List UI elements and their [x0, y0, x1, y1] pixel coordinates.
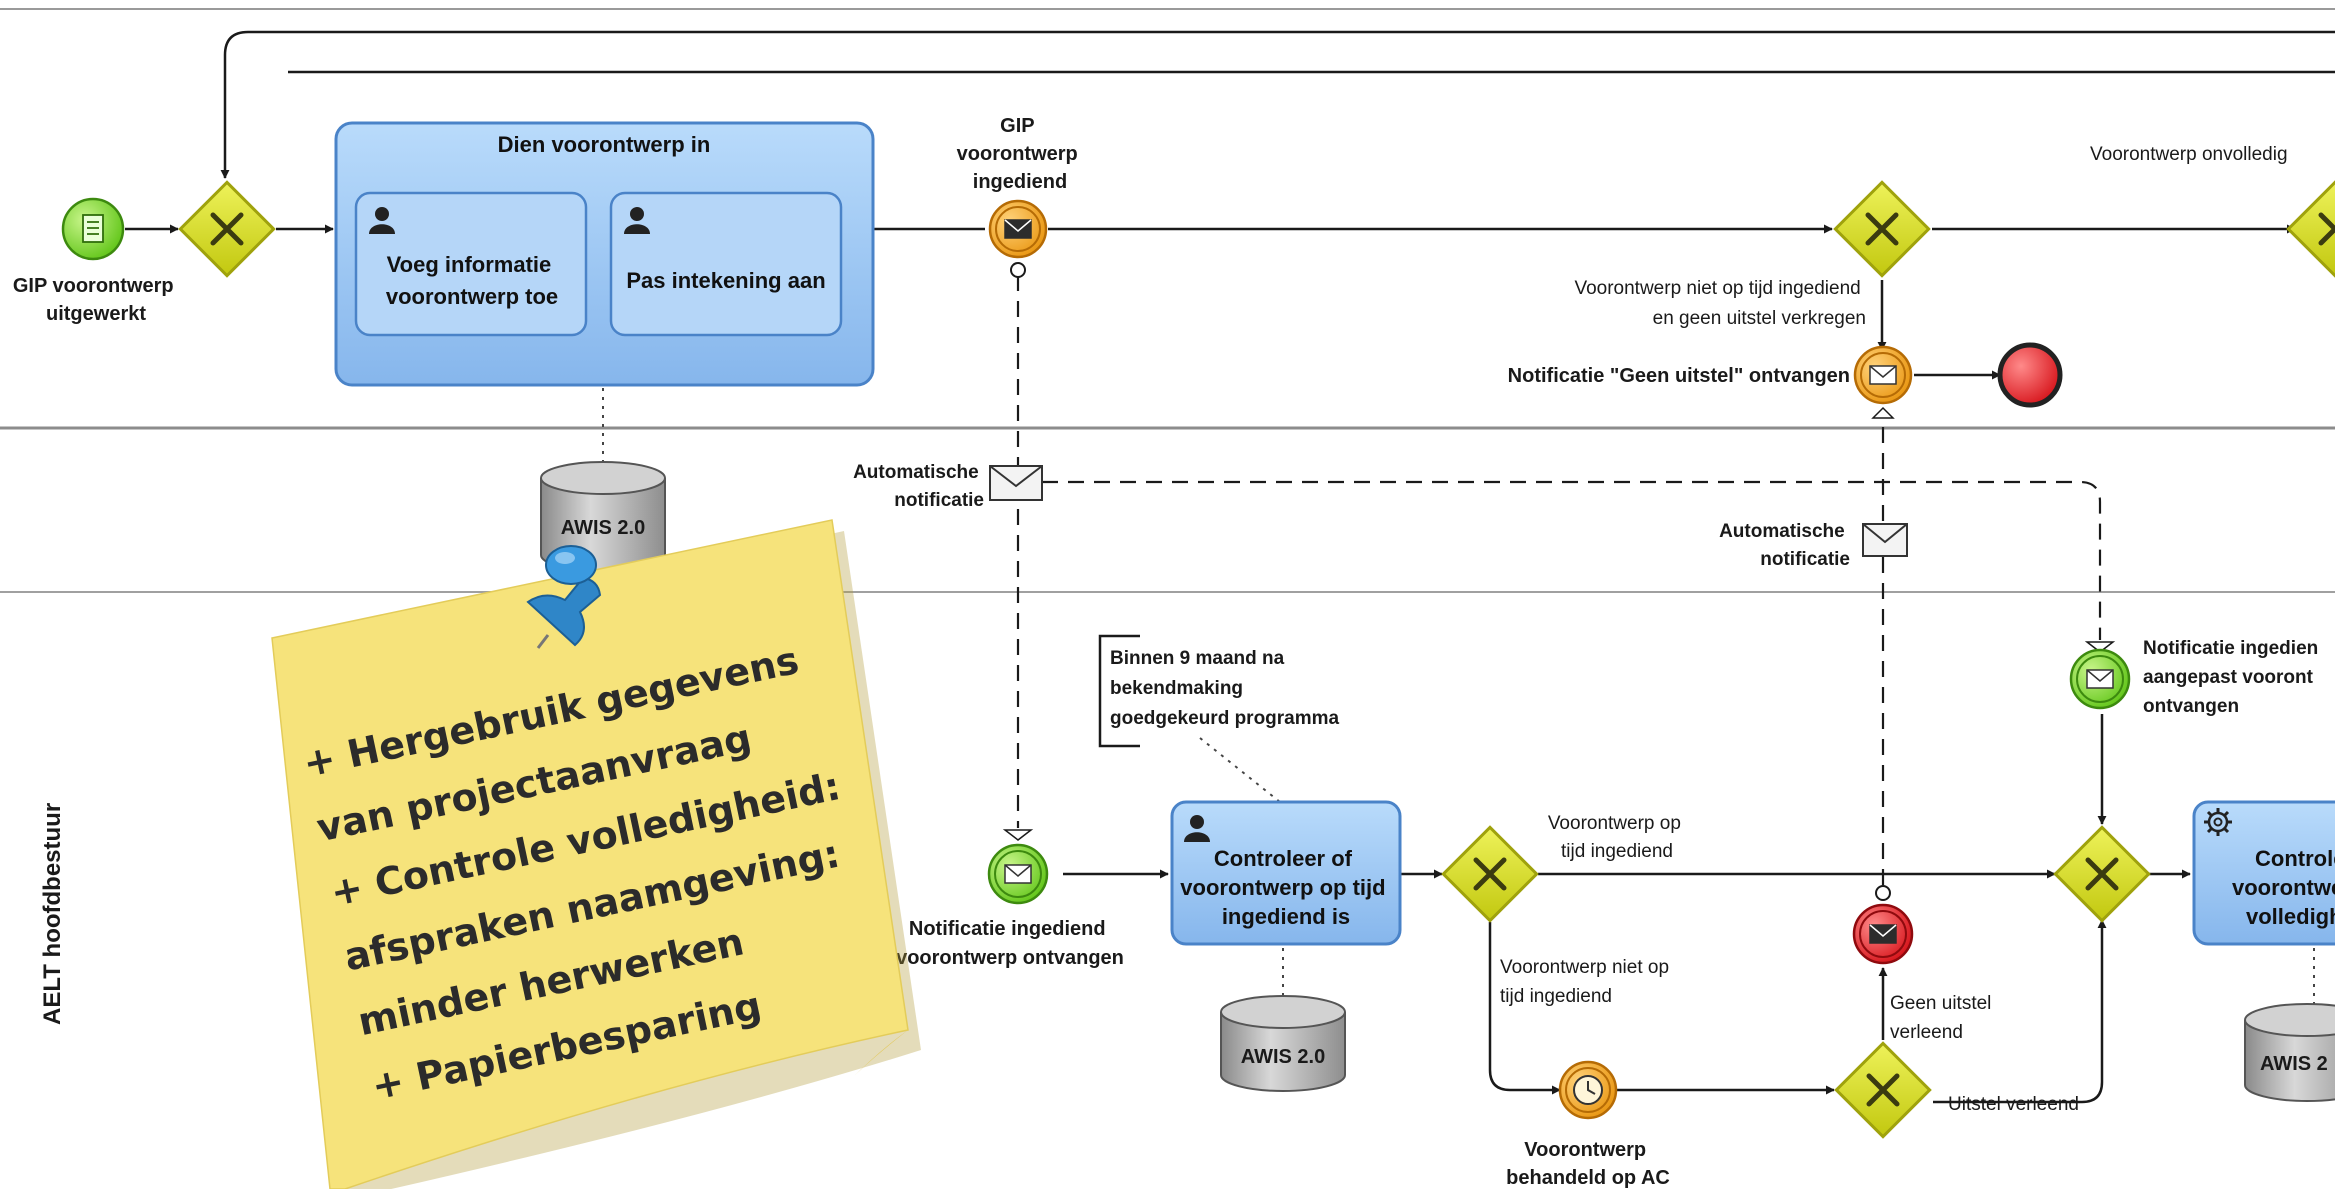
geen-uitstel-label: Notificatie "Geen uitstel" ontvangen	[1508, 365, 1850, 387]
flow-label-niet-op-tijd: Voorontwerp niet op tijd ingediend	[1500, 957, 1674, 1007]
throw-event-geen-uitstel[interactable]	[1852, 903, 1914, 965]
task-pas-intekening-label: Pas intekening aan	[626, 268, 825, 293]
clock-icon	[1587, 1081, 1596, 1095]
timer-event[interactable]	[1558, 1060, 1618, 1120]
envelope-icon	[1004, 219, 1032, 239]
gip-ingediend-label: GIP voorontwerp ingediend	[957, 115, 1084, 193]
subprocess-title: Dien voorontwerp in	[498, 132, 711, 157]
exclusive-gateway-6[interactable]	[1836, 1043, 1929, 1136]
receive-event-ingediend-label: Notificatie ingediend voorontwerp ontvan…	[896, 918, 1124, 969]
envelope-icon	[1869, 924, 1897, 944]
msg-flow-arrowhead-2	[2084, 641, 2116, 653]
task-voeg-informatie-label: Voeg informatie voorontwerp toe	[386, 252, 558, 309]
text-annotation: Binnen 9 maand na bekendmaking goedgekeu…	[1098, 634, 1340, 748]
receive-event-aangepast[interactable]	[2069, 648, 2131, 710]
task-pas-intekening[interactable]: Pas intekening aan	[609, 191, 843, 337]
msg-flow-origin-2	[1875, 885, 1891, 901]
msg-flow-arrowhead	[1002, 829, 1034, 841]
svg-text:AWIS 2.0: AWIS 2.0	[561, 517, 645, 539]
start-event-label: GIP voorontwerp uitgewerkt	[13, 275, 179, 325]
receive-event-ingediend[interactable]	[987, 843, 1049, 905]
envelope-icon	[1869, 365, 1897, 385]
task-voeg-informatie[interactable]: Voeg informatie voorontwerp toe	[354, 191, 588, 337]
data-store-awis-3: AWIS 2	[2244, 1003, 2335, 1102]
envelope-icon	[1004, 864, 1032, 884]
message-flows	[1016, 275, 2102, 885]
data-store-awis-2: AWIS 2.0	[1220, 995, 1346, 1092]
timer-event-label: Voorontwerp behandeld op AC	[1506, 1139, 1670, 1189]
exclusive-gateway-5[interactable]	[2055, 827, 2148, 920]
flow-label-onvolledig: Voorontwerp onvolledig	[2090, 144, 2288, 165]
task-controleer-op-tijd[interactable]: Controleer of voorontwerp op tijd ingedi…	[1170, 800, 1402, 946]
receive-event-aangepast-label: Notificatie ingedien aangepast vooront o…	[2143, 638, 2324, 717]
auto-notificatie-1-label: Automatische notificatie	[853, 462, 984, 511]
exclusive-gateway-3[interactable]	[2288, 182, 2335, 275]
end-event[interactable]	[1997, 342, 2063, 408]
exclusive-gateway-1[interactable]	[180, 182, 273, 275]
svg-text:AWIS 2.0: AWIS 2.0	[1241, 1046, 1325, 1068]
flow-label-uitstel-verleend: Uitstel verleend	[1948, 1094, 2079, 1115]
task-controleer-op-tijd-label: Controleer of voorontwerp op tijd ingedi…	[1180, 846, 1391, 929]
sticky-note: + Hergebruik gegevens van projectaanvraa…	[271, 519, 921, 1189]
intermediate-event-geen-uitstel[interactable]	[1853, 345, 1913, 405]
svg-text:AWIS 2: AWIS 2	[2260, 1053, 2328, 1075]
msg-flow-origin	[1010, 262, 1026, 278]
flow-label-op-tijd: Voorontwerp op tijd ingediend	[1548, 813, 1686, 862]
task-controle-volledigheid-label: Controle voorontwe volledigh	[2232, 846, 2335, 929]
svg-text:Binnen 9 maand na bekend: Binnen 9 maand na bekendmaking goedgekeu…	[1110, 648, 1340, 729]
auto-notificatie-2-label: Automatische notificatie	[1719, 521, 1850, 570]
flow-label-niet-op-tijd-geen-uitstel: Voorontwerp niet op tijd ingediend en ge…	[1574, 278, 1866, 329]
intermediate-event-gip-ingediend[interactable]	[988, 199, 1048, 259]
message-auto-notificatie-2[interactable]	[1862, 523, 1908, 557]
envelope-icon	[2086, 669, 2114, 689]
message-auto-notificatie-1[interactable]	[989, 465, 1043, 501]
msg-flow-arrowhead-3	[1871, 406, 1895, 419]
start-event[interactable]	[61, 197, 125, 261]
exclusive-gateway-2[interactable]	[1835, 182, 1928, 275]
sequence-flows	[125, 30, 2335, 1104]
gear-icon	[2204, 808, 2232, 836]
exclusive-gateway-4[interactable]	[1443, 827, 1536, 920]
lane-label: AELT hoofdbestuur	[39, 803, 66, 1025]
task-controle-volledigheid[interactable]: Controle voorontwe volledigh	[2192, 800, 2335, 946]
flow-label-geen-uitstel: Geen uitstel verleend	[1890, 993, 1997, 1043]
pushpin-icon	[526, 545, 602, 649]
